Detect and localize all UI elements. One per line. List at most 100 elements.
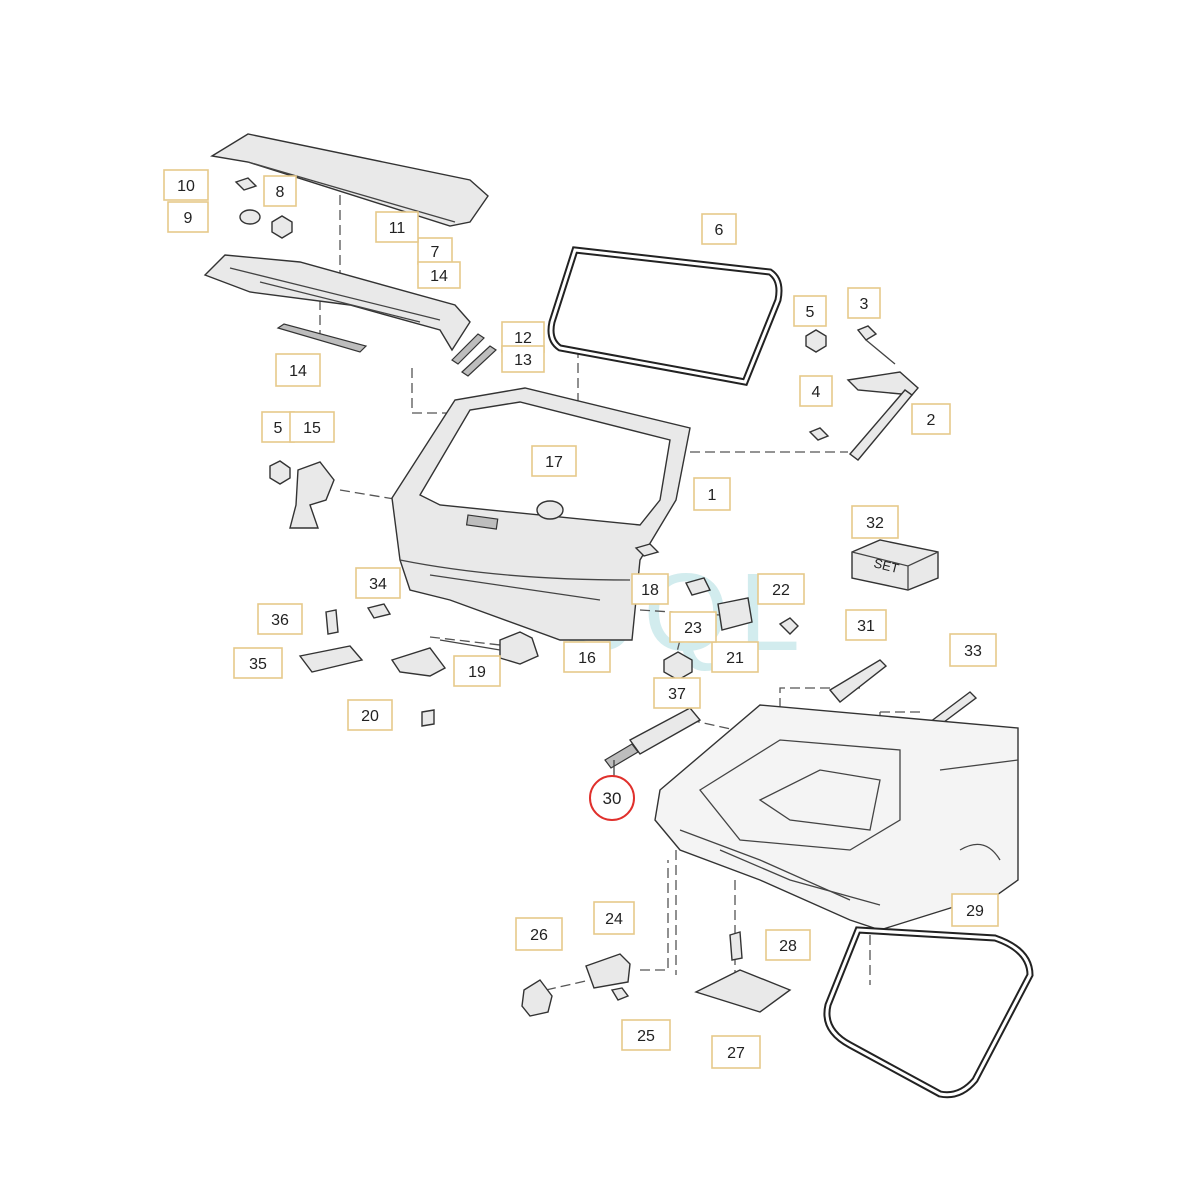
callout-14-strip: 14 [275, 353, 321, 387]
svg-text:33: 33 [964, 643, 982, 660]
svg-text:1: 1 [708, 487, 717, 504]
svg-text:25: 25 [637, 1028, 655, 1045]
lower-latch-group [521, 931, 792, 1017]
svg-text:19: 19 [468, 664, 486, 681]
callout-37: 37 [653, 677, 701, 709]
lock-cylinder [390, 647, 447, 677]
svg-text:11: 11 [389, 220, 406, 237]
svg-text:13: 13 [514, 352, 532, 369]
highlighted-callout-30: 30 [589, 760, 635, 821]
trim-31 [828, 659, 888, 703]
svg-text:2: 2 [927, 412, 936, 429]
highlight-circle [589, 775, 635, 821]
callout-21: 21 [711, 641, 759, 673]
svg-text:22: 22 [772, 582, 790, 599]
rear-spoiler [210, 133, 489, 227]
seal-strip-upper [451, 333, 485, 365]
callout-31: 31 [845, 609, 887, 641]
svg-text:9: 9 [184, 210, 193, 227]
svg-text:15: 15 [303, 420, 321, 437]
svg-text:37: 37 [668, 686, 686, 703]
screw-20 [421, 709, 435, 727]
callout-15: 15 [289, 411, 335, 443]
svg-text:6: 6 [715, 222, 724, 239]
svg-text:18: 18 [641, 582, 659, 599]
callout-8: 8 [263, 175, 297, 207]
svg-text:29: 29 [966, 903, 984, 920]
svg-text:12: 12 [514, 330, 532, 347]
callout-2: 2 [911, 403, 951, 435]
spoiler-bracket [203, 254, 471, 352]
callout-34: 34 [355, 567, 401, 599]
grommet-plug [536, 500, 564, 520]
svg-text:7: 7 [431, 244, 440, 261]
bump-stop-group [684, 577, 799, 635]
callout-13: 13 [501, 345, 545, 373]
svg-text:31: 31 [857, 618, 875, 635]
lower-seal [823, 926, 1034, 1099]
callout-10: 10 [163, 169, 209, 201]
svg-text:5: 5 [274, 420, 283, 437]
svg-text:16: 16 [578, 650, 596, 667]
highlight-label: 30 [603, 789, 622, 808]
callout-14-top: 14 [417, 261, 461, 289]
callout-6: 6 [701, 213, 737, 245]
callout-32: 32 [851, 505, 899, 539]
svg-text:26: 26 [530, 927, 548, 944]
svg-text:32: 32 [866, 515, 884, 532]
set-box: SET [851, 539, 939, 591]
callout-36: 36 [257, 603, 303, 635]
svg-text:5: 5 [806, 304, 815, 321]
callout-5-bracket: 5 [261, 411, 295, 443]
trim-strip [276, 323, 368, 353]
callout-17: 17 [531, 445, 577, 477]
svg-text:8: 8 [276, 184, 285, 201]
svg-text:23: 23 [684, 620, 702, 637]
callout-23: 23 [669, 611, 717, 643]
glass-seal [547, 246, 783, 386]
svg-text:4: 4 [812, 384, 821, 401]
clip-37 [663, 651, 693, 681]
striker-bracket [269, 460, 335, 529]
svg-text:24: 24 [605, 911, 623, 928]
svg-text:28: 28 [779, 938, 797, 955]
svg-text:14: 14 [289, 363, 307, 380]
svg-text:17: 17 [545, 454, 563, 471]
svg-text:21: 21 [726, 650, 744, 667]
seal-strip-lower [461, 345, 497, 377]
callout-18: 18 [631, 573, 669, 605]
callout-33: 33 [949, 633, 997, 667]
vehicle-rear-body [654, 704, 1019, 931]
callout-1: 1 [693, 477, 731, 511]
callout-25: 25 [621, 1019, 671, 1051]
callout-20: 20 [347, 699, 393, 731]
svg-text:3: 3 [860, 296, 869, 313]
callout-22: 22 [757, 573, 805, 605]
svg-text:14: 14 [430, 268, 448, 285]
callout-27: 27 [711, 1035, 761, 1069]
callout-29: 29 [951, 893, 999, 927]
callout-24: 24 [593, 901, 635, 935]
svg-text:20: 20 [361, 708, 379, 725]
svg-text:36: 36 [271, 612, 289, 629]
handle-group [298, 603, 392, 673]
callout-9: 9 [167, 201, 209, 233]
callout-35: 35 [233, 647, 283, 679]
callout-19: 19 [453, 655, 501, 687]
svg-text:35: 35 [249, 656, 267, 673]
bolt-18 [634, 543, 660, 557]
tailgate-hinge [805, 325, 919, 461]
callouts: 1 2 3 4 5 5 6 7 8 9 10 11 12 13 14 14 15… [163, 169, 999, 1069]
callout-16: 16 [563, 641, 611, 673]
svg-text:10: 10 [177, 178, 195, 195]
callout-28: 28 [765, 929, 811, 961]
callout-7: 7 [417, 237, 453, 265]
gas-strut [604, 707, 702, 769]
callout-11: 11 [375, 211, 419, 243]
callout-26: 26 [515, 917, 563, 951]
callout-4: 4 [799, 375, 833, 407]
callout-5-hinge: 5 [793, 295, 827, 327]
svg-text:27: 27 [727, 1045, 745, 1062]
fastener-group-top [234, 177, 293, 239]
